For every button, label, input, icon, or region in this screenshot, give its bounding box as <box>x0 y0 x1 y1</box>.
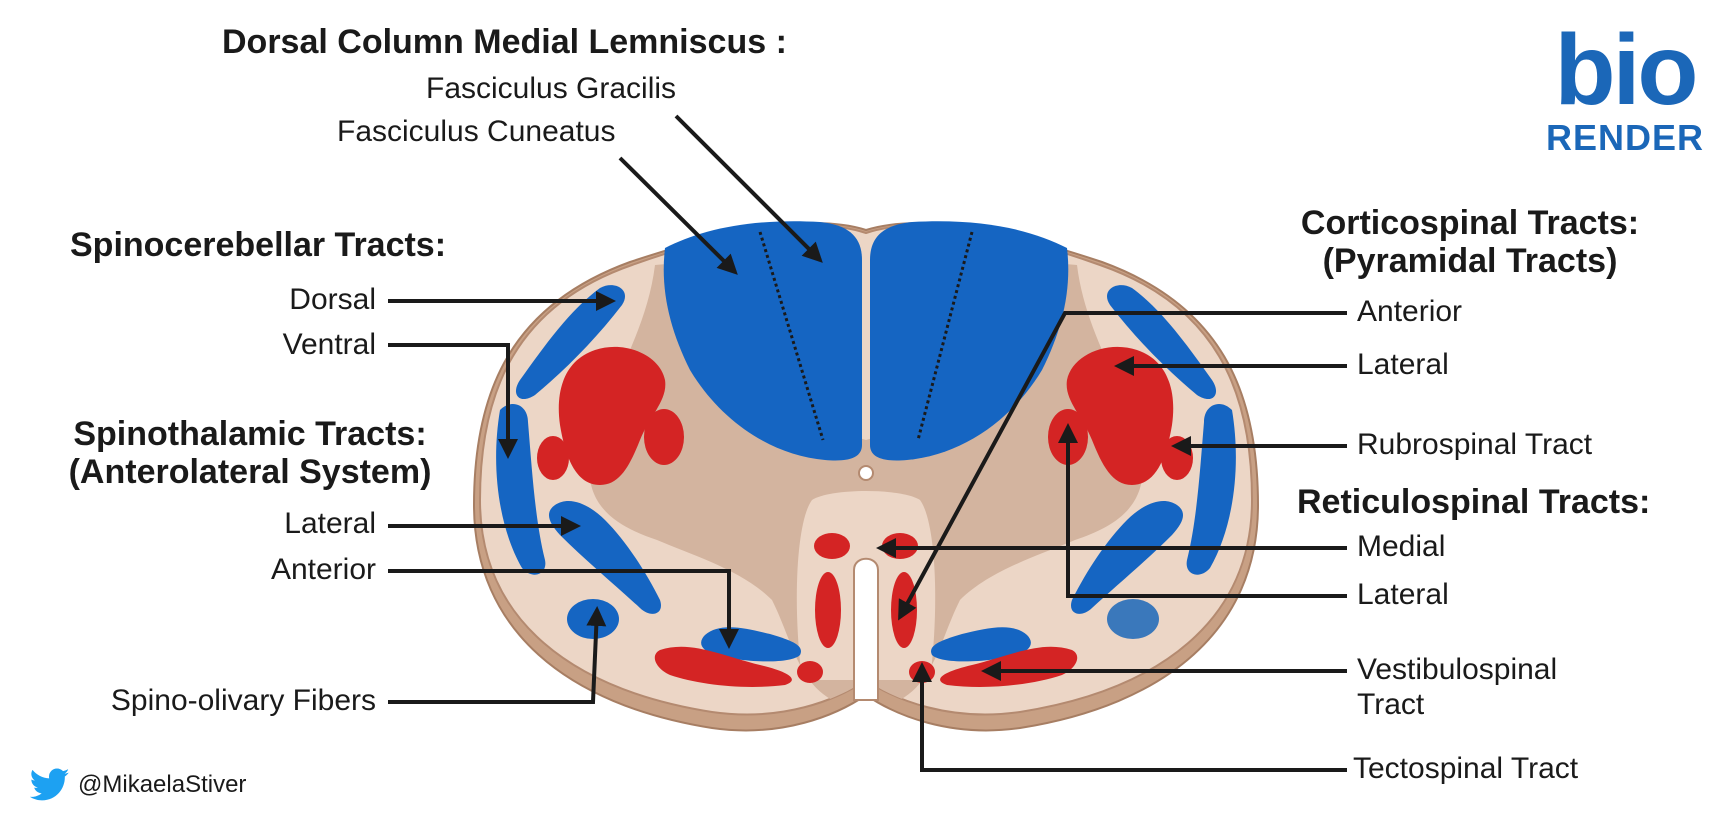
label-dorsal-spinocerebellar: Dorsal <box>289 283 376 316</box>
spinocerebellar-heading: Spinocerebellar Tracts: <box>70 226 447 264</box>
anterior-corticospinal-left <box>815 572 841 648</box>
label-lateral-reticulospinal: Lateral <box>1357 578 1449 611</box>
anterior-spinothalamic-right <box>931 627 1031 662</box>
spinothalamic-heading-line2: (Anterolateral System) <box>68 453 432 491</box>
rubrospinal-right <box>1161 436 1193 480</box>
arrow-lateral-reticulospinal <box>1058 423 1347 598</box>
credit-handle: @MikaelaStiver <box>78 771 247 798</box>
lateral-reticulospinal-left <box>537 436 569 480</box>
lateral-corticospinal-right <box>1066 346 1174 485</box>
gracilis-cuneatus-divider-left <box>758 231 825 441</box>
arrow-ventral-spinocerebellar <box>388 343 518 459</box>
arrow-gracilis <box>674 114 823 263</box>
spino-olivary-left <box>567 599 619 639</box>
logo-text-bio: bio <box>1554 14 1699 126</box>
label-medial-reticulospinal: Medial <box>1357 530 1446 563</box>
lateral-corticospinal-left <box>558 346 666 485</box>
vestibulospinal-right <box>940 646 1078 687</box>
spino-olivary-right <box>1107 599 1159 639</box>
biorender-logo: bio RENDER <box>1540 20 1710 156</box>
corticospinal-heading-line2: (Pyramidal Tracts) <box>1322 242 1618 280</box>
label-anterior-corticospinal: Anterior <box>1357 295 1463 328</box>
dorsal-spinocerebellar-left <box>515 285 625 400</box>
dorsal-column-heading: Dorsal Column Medial Lemniscus : <box>222 23 787 61</box>
corticospinal-heading-line1: Corticospinal Tracts: <box>1300 204 1640 242</box>
label-fasciculus-gracilis: Fasciculus Gracilis <box>426 72 677 105</box>
central-canal <box>858 465 874 481</box>
author-credit: @MikaelaStiver <box>30 768 246 802</box>
label-spino-olivary: Spino-olivary Fibers <box>110 684 376 717</box>
logo-text-render: RENDER <box>1545 117 1704 158</box>
spinothalamic-heading-line1: Spinothalamic Tracts: <box>73 415 427 453</box>
label-anterior-spinothalamic: Anterior <box>270 553 376 586</box>
label-rubrospinal: Rubrospinal Tract <box>1357 428 1593 461</box>
label-tectospinal: Tectospinal Tract <box>1353 752 1579 785</box>
label-lateral-spinothalamic: Lateral <box>284 507 376 540</box>
reticulospinal-heading: Reticulospinal Tracts: <box>1297 483 1651 521</box>
anterior-median-fissure <box>853 557 879 701</box>
lateral-spinothalamic-right <box>1071 500 1184 614</box>
tectospinal-left <box>797 661 823 683</box>
vestibulospinal-left <box>654 646 792 687</box>
label-fasciculus-cuneatus: Fasciculus Cuneatus <box>337 115 616 148</box>
medial-reticulospinal-left <box>814 533 850 559</box>
label-vestibulospinal-line2: Tract <box>1357 688 1425 721</box>
label-ventral-spinocerebellar: Ventral <box>282 328 376 361</box>
arrow-anterior-spinothalamic <box>388 569 739 649</box>
twitter-bird-icon <box>30 768 70 801</box>
label-vestibulospinal-line1: Vestibulospinal <box>1357 653 1558 686</box>
arrow-anterior-corticospinal <box>898 311 1347 621</box>
arrow-spino-olivary <box>388 606 607 704</box>
arrow-cuneatus <box>618 156 738 275</box>
rubrospinal-left <box>644 409 684 465</box>
label-lateral-corticospinal: Lateral <box>1357 348 1449 381</box>
arrow-tectospinal <box>912 662 1347 772</box>
